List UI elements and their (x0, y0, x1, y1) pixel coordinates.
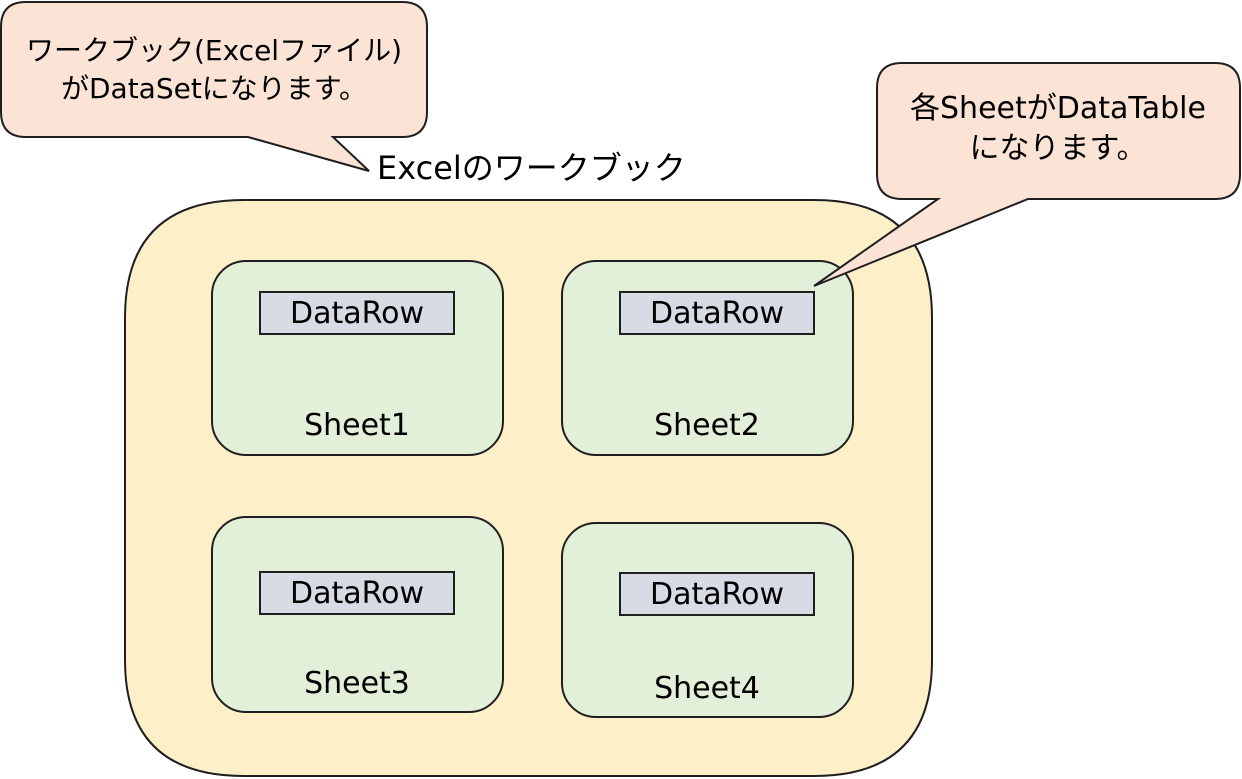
sheet2-datarow-label: DataRow (649, 295, 785, 331)
datatable-callout-bubble (813, 62, 1241, 287)
sheet2-datarow: DataRow (619, 291, 815, 335)
sheet4-container (561, 522, 854, 718)
workbook-title: Excelのワークブック (377, 149, 686, 187)
datatable-callout-line2: になります。 (969, 131, 1147, 166)
sheet3-datarow-label: DataRow (289, 575, 425, 611)
sheet3-label: Sheet3 (304, 666, 410, 701)
dataset-callout-text: ワークブック(Excelファイル) がDataSetになります。 (14, 32, 414, 108)
sheet4-datarow-label: DataRow (649, 576, 785, 612)
datatable-callout-line1: 各SheetがDataTable (910, 91, 1206, 126)
dataset-callout-bubble (0, 1, 428, 172)
datatable-callout-text: 各SheetがDataTable になります。 (888, 89, 1228, 169)
dataset-callout-line1: ワークブック(Excelファイル) (25, 34, 403, 67)
sheet4-datarow: DataRow (619, 572, 815, 616)
dataset-callout-line2: がDataSetになります。 (60, 72, 368, 105)
sheet1-datarow-label: DataRow (289, 295, 425, 331)
sheet1-datarow: DataRow (259, 291, 455, 335)
sheet3-datarow: DataRow (259, 571, 455, 615)
sheet4-label: Sheet4 (654, 671, 760, 706)
sheet1-label: Sheet1 (304, 408, 410, 443)
sheet2-label: Sheet2 (654, 408, 760, 443)
